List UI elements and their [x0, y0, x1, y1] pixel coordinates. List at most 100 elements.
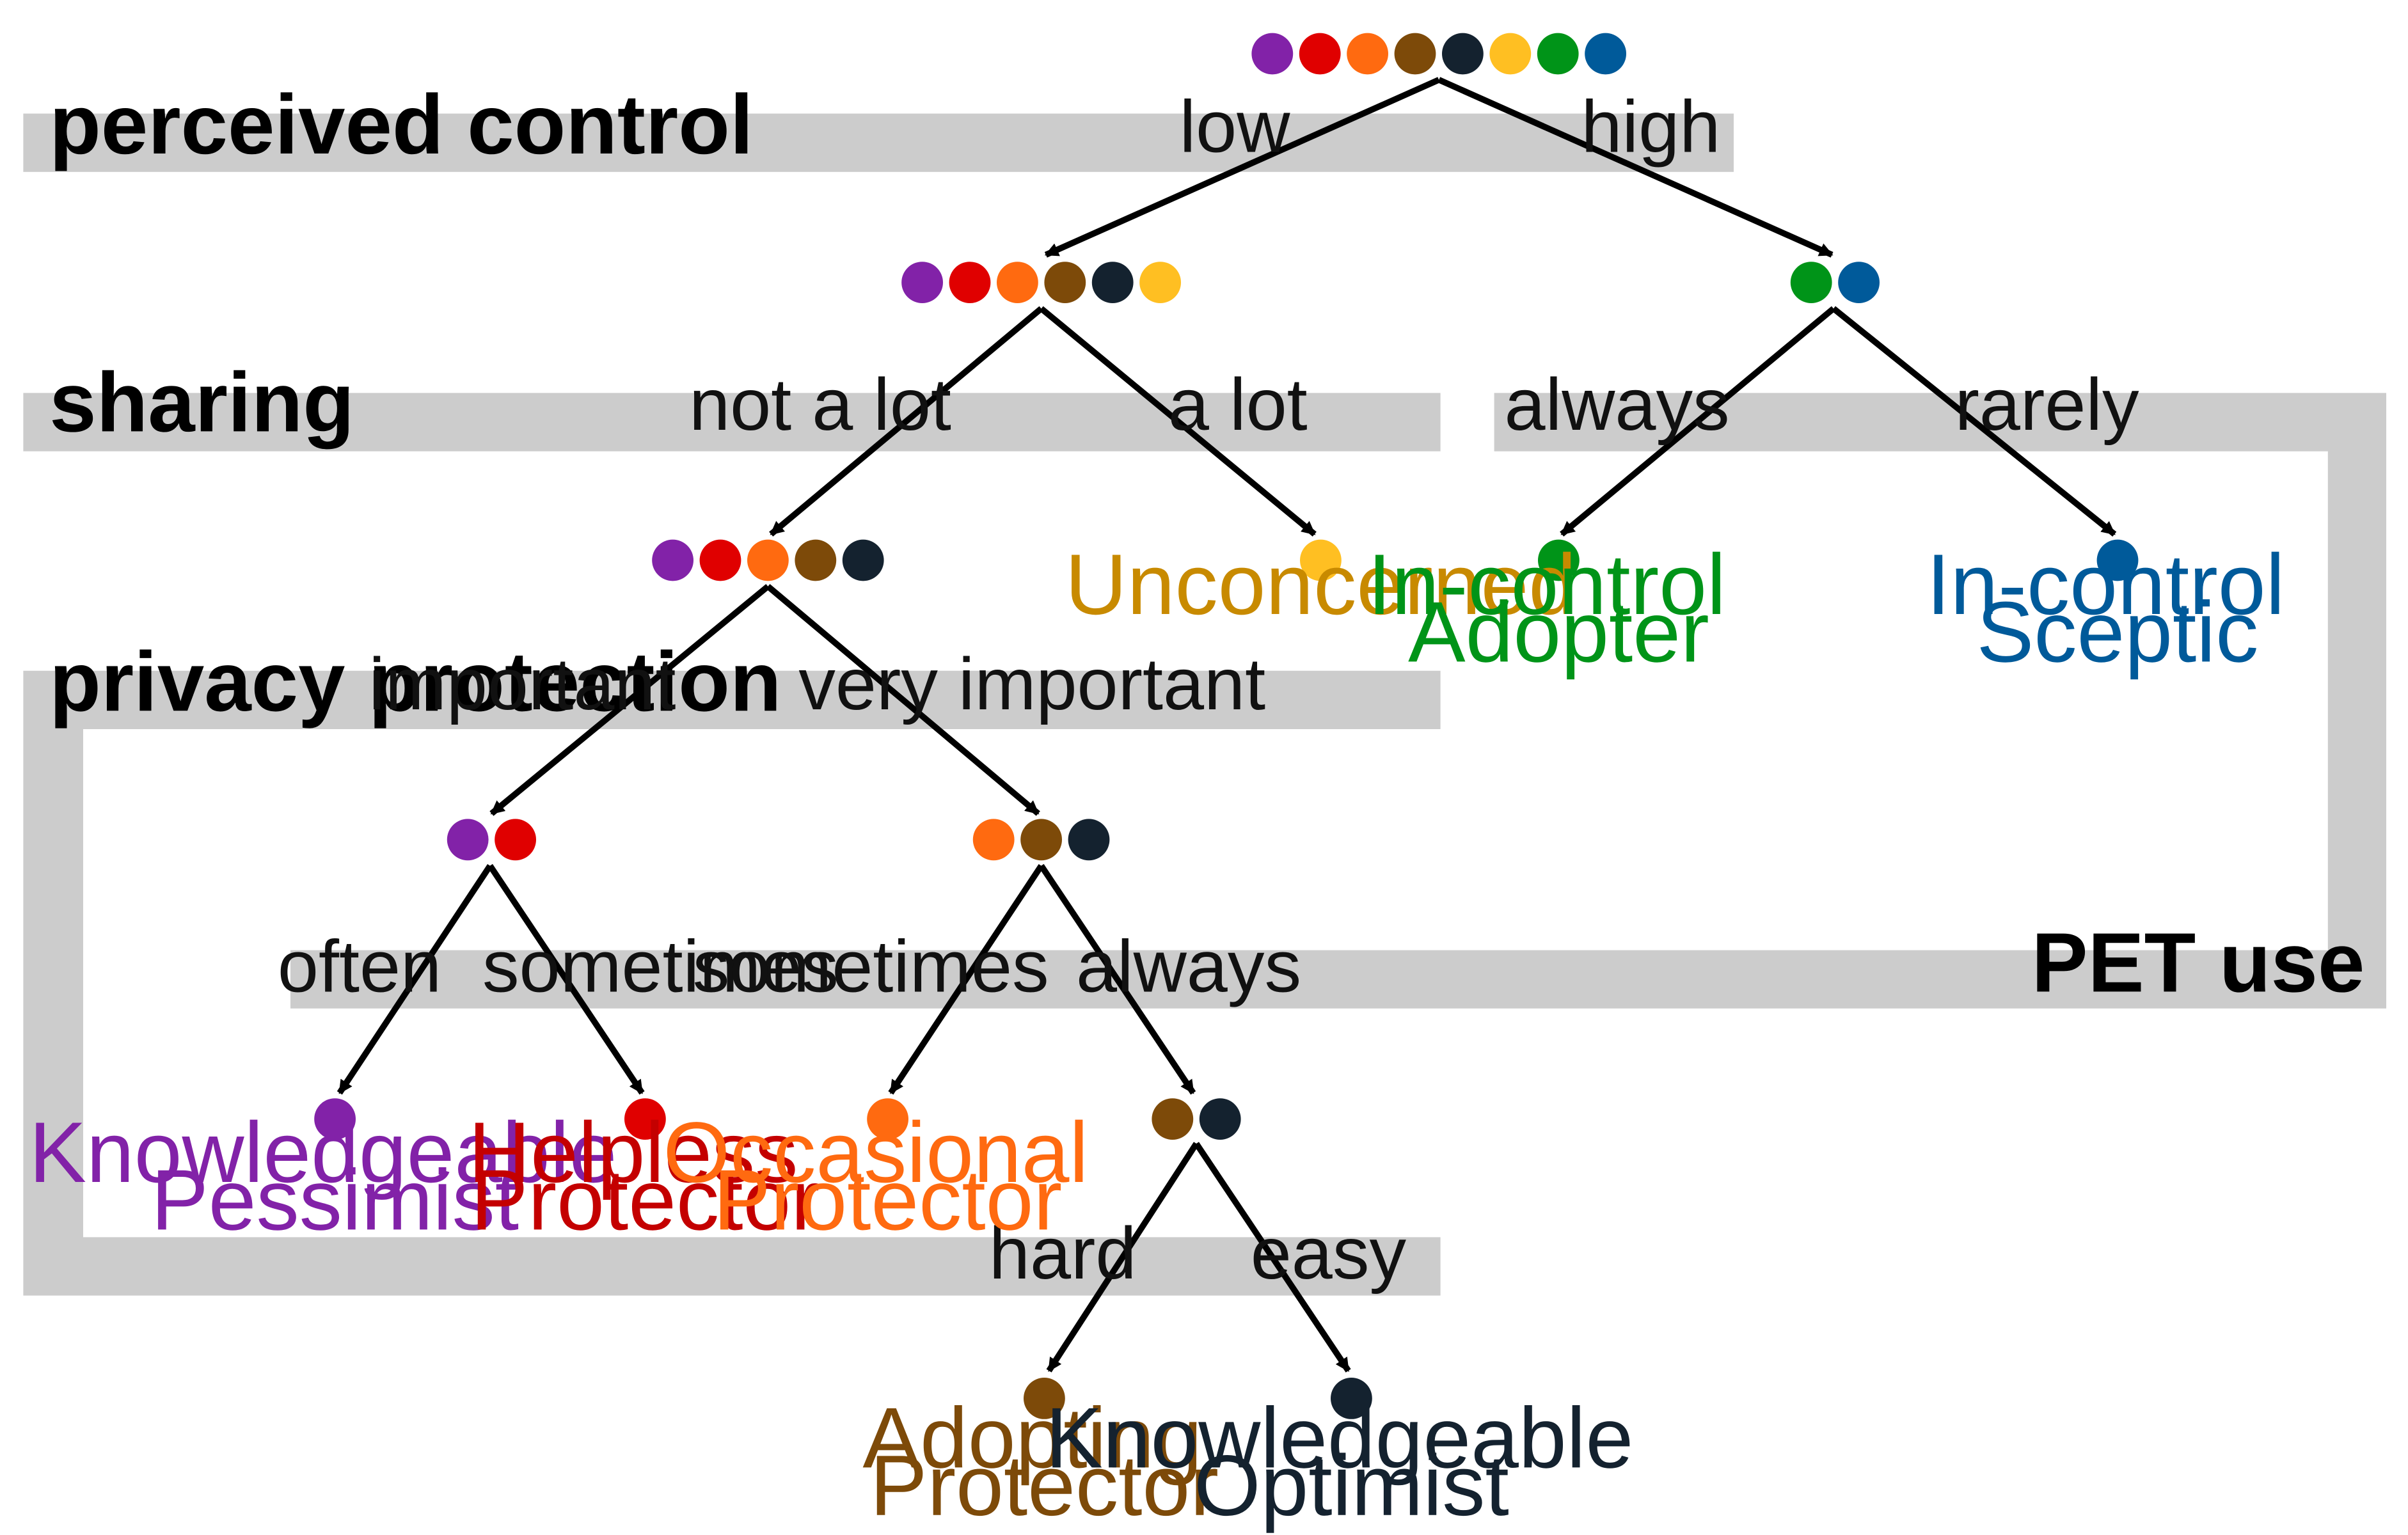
edge-very-important-always — [1038, 863, 1196, 1095]
edge-very-important-sometimes — [888, 863, 1044, 1095]
edge-label-not-a-lot: not a lot — [689, 364, 951, 446]
segment-dot-orange — [972, 819, 1015, 861]
segment-dot-brown — [1044, 262, 1086, 303]
edge-root-low — [1044, 77, 1441, 258]
segment-dot-brown — [795, 539, 837, 581]
segment-dot-red — [949, 262, 991, 303]
band-perceived-control — [23, 113, 1734, 172]
segment-dot-purple — [1251, 33, 1294, 75]
segment-dot-red — [699, 539, 741, 581]
segment-dot-navy — [842, 539, 884, 581]
segment-dot-green — [1537, 33, 1579, 75]
band-title-perceived-control: perceived control — [49, 77, 753, 171]
leaf-knowledgeable-pessimist: Knowledgeable Pessimist — [29, 1105, 640, 1248]
segment-dot-blue — [1838, 262, 1880, 303]
leaf-incontrol-sceptic: In-control Sceptic — [1926, 537, 2309, 680]
node-always-mid — [1152, 1098, 1241, 1140]
node-always-right — [1538, 539, 1580, 581]
edge-label-hard: hard — [989, 1213, 1137, 1295]
segment-dot-purple — [901, 262, 943, 303]
node-easy — [1331, 1378, 1372, 1419]
segment-dot-blue — [2096, 539, 2139, 581]
leaf-knowledgeable-pessimist-line-1: Knowledgeable — [29, 1105, 617, 1200]
leaf-adopting-protector-line-1: Adopting — [862, 1390, 1202, 1486]
leaf-knowledgeable-optimist-line-2: Optimist — [1194, 1438, 1509, 1534]
segment-dot-yellow — [1139, 262, 1181, 303]
segment-dot-green — [1538, 539, 1580, 581]
edge-low-a-lot — [1039, 306, 1317, 537]
segment-dot-purple — [314, 1098, 356, 1140]
leaf-knowledgeable-pessimist-line-2: Pessimist — [151, 1152, 519, 1248]
segment-dot-green — [1790, 262, 1832, 303]
leaf-occasional-protector-line-1: Occasional — [663, 1105, 1089, 1200]
edge-important-sometimes — [487, 863, 645, 1095]
leaf-occasional-protector: Occasional Protector — [663, 1105, 1113, 1248]
band-title-privacy-protection: privacy protection — [49, 634, 781, 728]
segment-dot-brown — [1152, 1098, 1194, 1140]
segment-dot-purple — [652, 539, 693, 581]
edge-label-low: low — [1180, 86, 1291, 168]
node-sometimes-left — [624, 1098, 666, 1140]
segment-dot-brown — [1024, 1378, 1065, 1419]
node-sometimes-mid — [867, 1098, 908, 1140]
node-high — [1790, 262, 1880, 303]
segment-dot-orange — [997, 262, 1038, 303]
tree-edges — [337, 77, 2117, 1373]
leaf-unconcerned-line-1: Unconcerned — [1065, 537, 1576, 633]
edge-always-easy — [1194, 1142, 1351, 1373]
edge-always-hard — [1046, 1142, 1200, 1373]
node-low — [901, 262, 1181, 303]
edge-label-always-mid: always — [1076, 925, 1301, 1007]
segment-dot-red — [495, 819, 536, 861]
node-hard — [1024, 1378, 1065, 1419]
edge-label-a-lot: a lot — [1168, 364, 1308, 446]
edge-label-sometimes-left: sometimes — [482, 925, 839, 1007]
edge-label-important: important — [368, 643, 676, 725]
node-rarely — [2096, 539, 2139, 581]
edge-important-often — [337, 863, 493, 1095]
leaf-incontrol-sceptic-line-2: Sceptic — [1977, 584, 2259, 680]
edge-label-rarely: rarely — [1955, 364, 2139, 446]
leaf-helpless-protector: Helpless Protector — [468, 1105, 822, 1248]
edge-label-very-important: very important — [798, 643, 1265, 725]
segment-dot-brown — [1394, 33, 1436, 75]
edge-label-high: high — [1581, 86, 1721, 168]
segment-dot-navy — [1331, 1378, 1372, 1419]
edge-label-often: often — [278, 925, 441, 1007]
segment-dot-red — [624, 1098, 666, 1140]
node-important — [447, 819, 536, 861]
segment-dot-brown — [1020, 819, 1062, 861]
segment-dot-orange — [747, 539, 789, 581]
leaf-helpless-protector-line-1: Helpless — [468, 1105, 798, 1200]
segment-dot-blue — [1585, 33, 1626, 75]
leaf-unconcerned: Unconcerned — [1065, 537, 1576, 633]
band-title-pet-use: PET use — [2032, 915, 2365, 1009]
leaf-helpless-protector-line-2: Protector — [471, 1152, 820, 1248]
edge-label-easy: easy — [1251, 1213, 1407, 1295]
leaf-adopting-protector-line-2: Protector — [870, 1438, 1219, 1534]
segment-dot-orange — [867, 1098, 908, 1140]
segment-dot-purple — [447, 819, 489, 861]
node-very-important — [972, 819, 1110, 861]
leaf-incontrol-sceptic-line-1: In-control — [1926, 537, 2285, 633]
edge-label-sometimes-mid: sometimes — [693, 925, 1049, 1007]
edge-not-a-lot-important — [489, 584, 770, 816]
leaf-occasional-protector-line-2: Protector — [713, 1152, 1062, 1248]
edge-not-a-lot-very-important — [766, 584, 1040, 816]
segment-dot-navy — [1091, 262, 1134, 303]
edge-label-always-right: always — [1505, 364, 1730, 446]
edge-root-high — [1438, 77, 1834, 258]
segment-dot-red — [1299, 33, 1341, 75]
leaf-incontrol-adopter-line-1: In-control — [1368, 537, 1726, 633]
node-often — [314, 1098, 356, 1140]
leaf-knowledgeable-optimist: Knowledgeable Optimist — [1045, 1390, 1657, 1533]
segment-dot-navy — [1068, 819, 1110, 861]
leaf-incontrol-adopter-line-2: Adopter — [1408, 584, 1709, 680]
leaf-incontrol-adopter: In-control Adopter — [1368, 537, 1750, 680]
leaf-adopting-protector: Adopting Protector — [862, 1390, 1226, 1533]
segment-dot-yellow — [1489, 33, 1532, 75]
leaf-knowledgeable-optimist-line-1: Knowledgeable — [1045, 1390, 1633, 1486]
segment-dot-orange — [1347, 33, 1388, 75]
node-root — [1251, 33, 1626, 75]
